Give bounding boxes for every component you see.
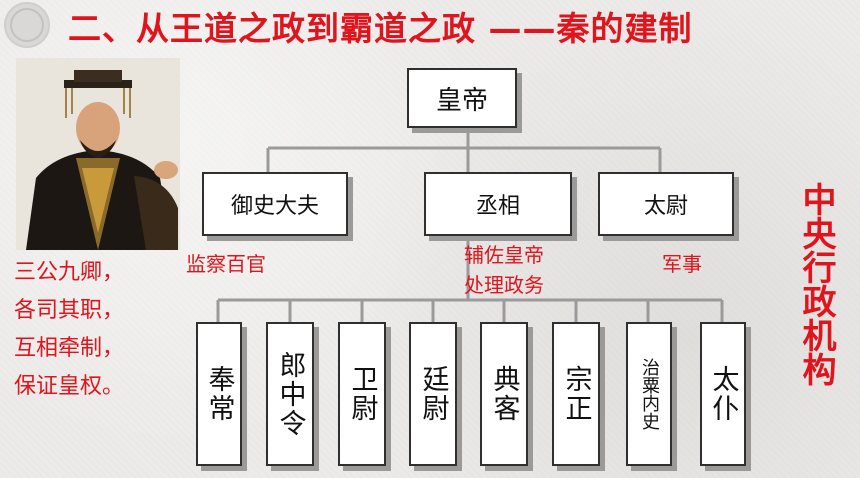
logo-icon (4, 2, 50, 48)
note-line-1: 三公九卿， (14, 260, 125, 285)
minister-taipu: 太仆 (700, 322, 746, 466)
minister-tingwei: 廷尉 (409, 322, 457, 466)
note-line-4: 保证皇权。 (14, 374, 125, 399)
chengxiang-duty: 辅佐皇帝 处理政务 (444, 240, 564, 300)
chengxiang-duty-line2: 处理政务 (464, 273, 544, 297)
yushi-dafu-box: 御史大夫 (202, 172, 348, 236)
emperor-box: 皇帝 (407, 68, 517, 128)
minister-dianke: 典客 (480, 322, 528, 466)
minister-fengchang: 奉常 (196, 322, 242, 466)
note-line-3: 互相牵制， (14, 336, 125, 361)
three-lords-nine-ministers-note: 三公九卿， 各司其职， 互相牵制， 保证皇权。 (14, 254, 124, 406)
minister-langzhongling: 郎中令 (266, 322, 314, 466)
yushi-duty: 监察百官 (186, 252, 266, 276)
slide-title: 二、从王道之政到霸道之政 ——秦的建制 (68, 9, 693, 48)
chengxiang-duty-line1: 辅佐皇帝 (464, 243, 544, 267)
chengxiang-box: 丞相 (424, 172, 572, 236)
minister-zongzheng: 宗正 (552, 322, 600, 466)
taiwei-duty: 军事 (662, 252, 702, 276)
minister-weiwei: 卫尉 (338, 322, 386, 466)
central-administration-label: 中央行政机构 (796, 182, 836, 386)
note-line-2: 各司其职， (14, 298, 125, 323)
minister-zhisu-neishi: 治粟内史 (626, 322, 672, 466)
taiwei-box: 太尉 (598, 172, 734, 236)
qin-emperor-portrait (16, 58, 180, 250)
